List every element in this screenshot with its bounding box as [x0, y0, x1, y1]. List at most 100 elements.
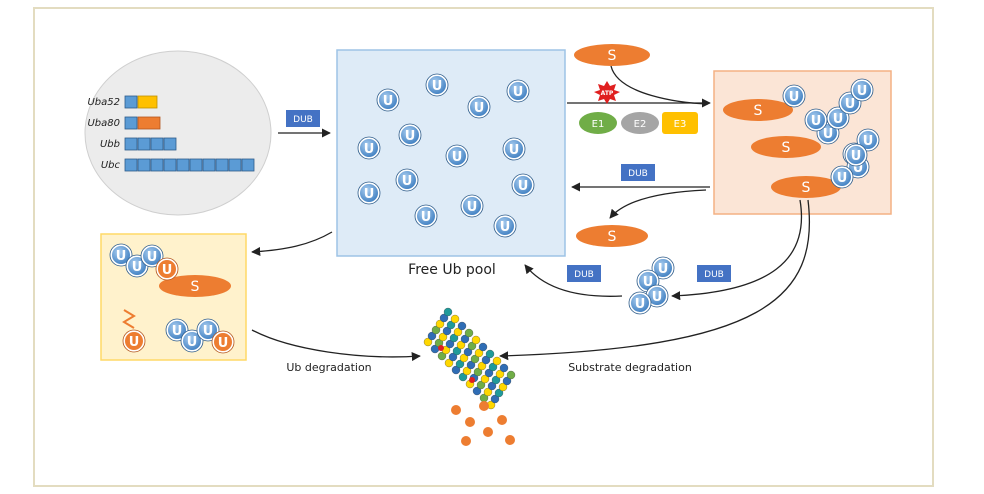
proteasome-bead — [476, 380, 486, 390]
svg-text:U: U — [147, 250, 158, 265]
gene-segment — [176, 158, 190, 172]
svg-text:U: U — [652, 290, 663, 305]
proteasome-bead — [459, 353, 469, 363]
proteasome-bead — [460, 334, 470, 344]
svg-text:U: U — [823, 127, 834, 142]
free-ub-9: U — [395, 168, 419, 192]
proteasome-bead — [480, 374, 490, 384]
enzyme-e3 — [662, 112, 698, 134]
conjugated-ub-4: U — [826, 106, 850, 130]
proteasome-bead — [457, 321, 467, 331]
substrate-3-label: S — [782, 140, 791, 156]
substrate-1-label: S — [608, 48, 617, 64]
svg-text:U: U — [467, 200, 478, 215]
svg-text:U: U — [116, 249, 127, 264]
proteasome-bead — [477, 361, 487, 371]
unfolded-ub: U — [122, 329, 146, 353]
fragment-6 — [461, 436, 471, 446]
fragment-1 — [451, 405, 461, 415]
conjugated-ub-9: U — [830, 165, 854, 189]
free-chain-ub-1: U — [165, 318, 189, 342]
proteasome-bead — [472, 386, 482, 396]
proteasome-bead — [470, 354, 480, 364]
proteasome-bead — [464, 328, 474, 338]
svg-text:U: U — [658, 262, 669, 277]
proteasome-bead — [478, 342, 488, 352]
svg-text:U: U — [863, 134, 874, 149]
free-chain-ub-4: U — [211, 330, 235, 354]
gene-label-ubc: Ubc — [101, 160, 121, 171]
gene-segment — [124, 116, 138, 130]
substrate-5-label: S — [608, 229, 617, 245]
dub-tag-3-label: DUB — [574, 270, 594, 280]
free-ub-7: U — [445, 144, 469, 168]
svg-text:U: U — [811, 114, 822, 129]
proteasome-bead — [446, 320, 456, 330]
proteasome-bead — [490, 394, 500, 404]
free-chain-ub-2: U — [180, 329, 204, 353]
enzyme-e1-label: E1 — [592, 119, 605, 130]
svg-text:U: U — [405, 129, 416, 144]
free-ub-2: U — [425, 73, 449, 97]
ubiquitins: UUUUUUUUUUUUUUUUUUUUUUUUUUUUUUUUUUUUUU — [109, 73, 880, 354]
substrate-2 — [723, 99, 793, 121]
svg-text:U: U — [203, 324, 214, 339]
svg-text:U: U — [172, 324, 183, 339]
released-chain-ub-1: U — [651, 256, 675, 280]
free-ub-13: U — [414, 204, 438, 228]
svg-text:U: U — [635, 297, 646, 312]
degraded-fragments — [451, 401, 515, 446]
enzyme-e2-label: E2 — [634, 119, 647, 130]
svg-text:U: U — [364, 142, 375, 157]
svg-text:U: U — [853, 161, 864, 176]
arrow-pool-to-degradation — [251, 231, 333, 257]
gene-segment — [124, 95, 138, 109]
svg-text:U: U — [421, 210, 432, 225]
proteasome-bead — [452, 346, 462, 356]
free-ub-3: U — [467, 95, 491, 119]
proteasome-bead — [495, 369, 505, 379]
svg-text:U: U — [129, 335, 140, 350]
proteasome-bead — [463, 347, 473, 357]
fragment-4 — [497, 415, 507, 425]
arrow-conjugation-to-proteasome — [499, 199, 811, 361]
dub-tag-2-label: DUB — [628, 169, 648, 179]
proteasome-bead-red — [469, 377, 475, 383]
proteasome-bead — [431, 325, 441, 335]
proteasome-bead — [451, 365, 461, 375]
dub-tag-4 — [697, 265, 731, 282]
svg-text:U: U — [218, 336, 229, 351]
dub-tag-3 — [567, 265, 601, 282]
svg-text:U: U — [833, 112, 844, 127]
proteasome-bead — [427, 331, 437, 341]
svg-text:U: U — [513, 85, 524, 100]
proteasome-bead — [437, 351, 447, 361]
substrate-3 — [751, 136, 821, 158]
proteasome-bead — [442, 326, 452, 336]
arrow-conjugation-release-substrate — [609, 189, 707, 219]
proteasome-bead — [485, 349, 495, 359]
substrate-2-label: S — [754, 103, 763, 119]
gene-label-uba52: Uba52 — [87, 97, 120, 108]
ub-degradation-label: Ub degradation — [286, 361, 371, 374]
conjugated-ub-6: U — [850, 78, 874, 102]
gene-label-uba80: Uba80 — [87, 118, 120, 129]
conjugated-ub-3: U — [804, 108, 828, 132]
free-ub-11: U — [511, 173, 535, 197]
svg-text:U: U — [643, 275, 654, 290]
conjugated-ub-10: U — [856, 128, 880, 152]
svg-text:U: U — [432, 79, 443, 94]
proteasome-bead — [498, 382, 508, 392]
gene-segment — [228, 158, 242, 172]
proteasome-bead — [492, 356, 502, 366]
free-ub-6: U — [357, 136, 381, 160]
svg-text:U: U — [452, 150, 463, 165]
degrading-ub-1: U — [109, 243, 133, 267]
proteasome-bead — [488, 362, 498, 372]
proteasome-bead — [491, 375, 501, 385]
substrate-degradation-label: Substrate degradation — [568, 361, 692, 374]
unfolded-ub-icon — [122, 309, 136, 329]
gene-segment — [137, 137, 151, 151]
proteasome-bead — [484, 368, 494, 378]
